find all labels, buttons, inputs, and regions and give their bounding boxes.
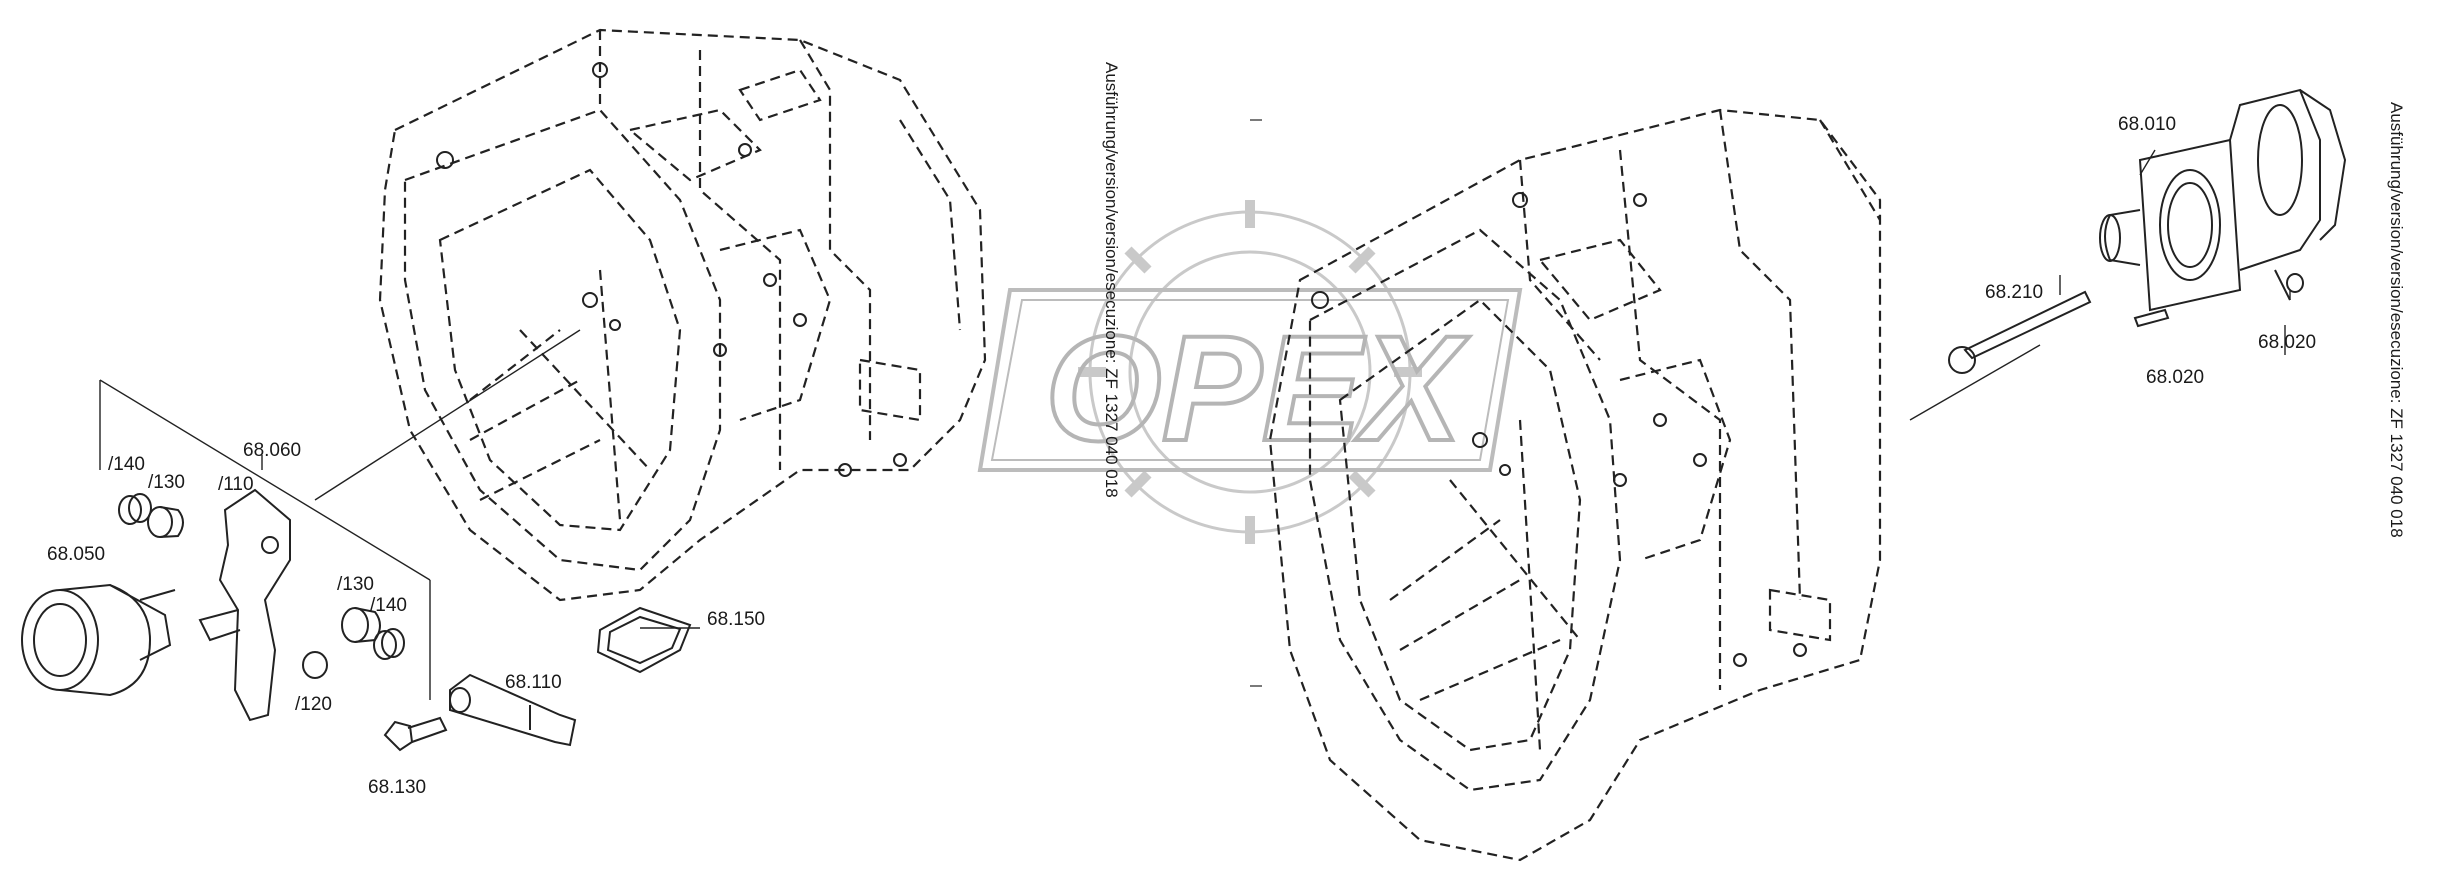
label-68-210: 68.210 — [1985, 282, 2044, 303]
label-68-020-right: 68.020 — [2258, 332, 2317, 353]
bushings-upper — [118, 493, 184, 538]
label-68-110: 68.110 — [505, 672, 562, 693]
right-housing-bolts — [1311, 192, 1807, 667]
right-gearbox-housing — [1268, 108, 1882, 862]
bolt-part — [383, 716, 448, 752]
label-130-lower: /130 — [337, 574, 374, 595]
watermark-gear-icon — [977, 200, 1523, 544]
bushings-lower — [302, 607, 405, 679]
watermark-text: OPEX — [1045, 304, 1470, 472]
label-68-130: 68.130 — [368, 777, 427, 798]
left-gearbox-housing — [378, 28, 987, 602]
label-68-050: 68.050 — [47, 544, 106, 565]
label-68-010: 68.010 — [2118, 114, 2177, 135]
label-130-upper: /130 — [148, 472, 185, 493]
label-140-lower: /140 — [370, 595, 407, 616]
clutch-cylinder-part — [2099, 88, 2347, 312]
version-note-right: Ausführung/version/version/esecuzione: Z… — [2387, 102, 2406, 538]
label-68-060: 68.060 — [243, 440, 302, 461]
label-110: /110 — [218, 474, 254, 495]
left-housing-bolts — [436, 62, 907, 477]
label-68-150: 68.150 — [707, 609, 766, 630]
dowel-pin-part — [2133, 308, 2170, 328]
release-bearing-part — [21, 583, 176, 697]
push-rod-part — [1948, 290, 2092, 374]
fork-shaft-part — [449, 673, 577, 747]
version-note-left: Ausführung/version/version/esecuzione: Z… — [1102, 62, 1121, 498]
reference-marks — [1250, 119, 1262, 687]
label-120: /120 — [295, 694, 332, 715]
label-68-020-lower: 68.020 — [2146, 367, 2205, 388]
gasket-part — [596, 606, 692, 674]
leader-lines — [99, 149, 2291, 700]
release-fork-part — [198, 488, 291, 722]
label-140-upper: /140 — [108, 454, 145, 475]
